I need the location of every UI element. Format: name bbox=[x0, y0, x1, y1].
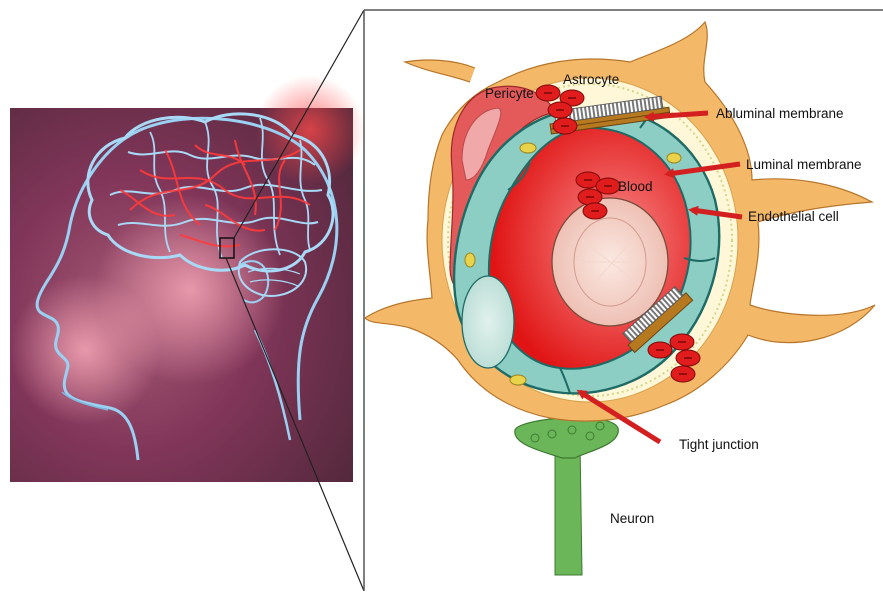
label-blood: Blood bbox=[618, 180, 653, 194]
label-endothelial-cell: Endothelial cell bbox=[748, 210, 839, 224]
endothelial-nucleus bbox=[552, 198, 668, 326]
label-luminal-membrane: Luminal membrane bbox=[746, 158, 862, 172]
zoom-panel bbox=[364, 10, 883, 591]
label-neuron: Neuron bbox=[610, 512, 654, 526]
label-pericyte: Pericyte bbox=[485, 87, 534, 101]
label-abluminal-membrane: Abluminal membrane bbox=[716, 107, 844, 121]
label-tight-junction: Tight junction bbox=[679, 438, 759, 452]
brain-photo bbox=[10, 75, 365, 482]
endothelial-nucleus-2 bbox=[462, 276, 514, 368]
label-astrocyte: Astrocyte bbox=[563, 73, 619, 87]
